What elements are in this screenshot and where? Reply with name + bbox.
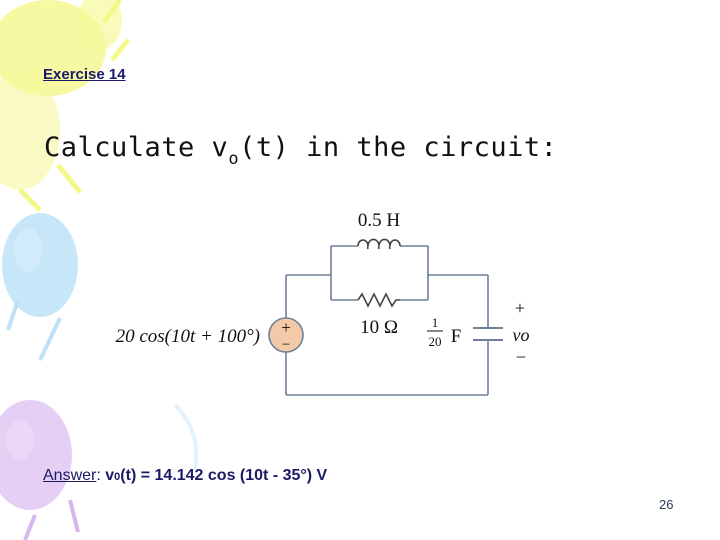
balloon-ribbon-4 xyxy=(23,499,80,540)
question-suffix: (t) in the circuit: xyxy=(239,132,558,163)
capacitor-numerator: 1 xyxy=(432,315,439,330)
vo-minus-sign: − xyxy=(516,347,526,367)
capacitor-denominator: 20 xyxy=(429,334,442,349)
vo-plus-sign: + xyxy=(515,298,525,318)
answer-line: Answer: v0(t) = 14.142 cos (10t - 35°) V xyxy=(43,467,327,485)
balloon-ribbon-2 xyxy=(18,163,82,212)
answer-expression: v0(t) = 14.142 cos (10t - 35°) V xyxy=(105,467,327,484)
balloon-ribbon xyxy=(101,0,130,62)
question-prefix: Calculate v xyxy=(44,132,229,163)
answer-colon: : xyxy=(96,467,101,484)
resistor-zigzag xyxy=(357,292,400,308)
page-number: 26 xyxy=(659,497,674,512)
source-plus-sign: + xyxy=(281,318,291,337)
question-text: Calculate vo(t) in the circuit: xyxy=(44,132,558,169)
purple-balloon-highlight xyxy=(6,420,34,460)
question-subscript: o xyxy=(228,149,240,169)
answer-label: Answer xyxy=(43,467,97,484)
circuit-diagram: + − 0.5 H 10 Ω 20 cos(10t + 100°) 1 20 F… xyxy=(116,210,530,396)
faint-ribbon xyxy=(173,403,199,471)
voltage-source xyxy=(268,317,304,353)
balloon-ribbon-3 xyxy=(6,299,62,361)
source-label: 20 cos(10t + 100°) xyxy=(116,326,260,347)
inductor-coil xyxy=(357,238,401,250)
answer-v: v xyxy=(105,467,115,484)
yellow-balloon-mid xyxy=(0,70,60,190)
inductor-label: 0.5 H xyxy=(358,210,401,231)
source-minus-sign: − xyxy=(282,337,290,353)
blue-balloon-highlight xyxy=(14,228,42,272)
answer-subscript: 0 xyxy=(114,471,121,483)
vo-label: vo xyxy=(513,325,530,345)
resistor-label: 10 Ω xyxy=(360,317,398,338)
blue-balloon xyxy=(2,213,78,317)
exercise-label: Exercise 14 xyxy=(43,66,126,83)
answer-rhs: (t) = 14.142 cos (10t - 35°) V xyxy=(120,467,328,484)
capacitor-unit: F xyxy=(451,326,462,347)
